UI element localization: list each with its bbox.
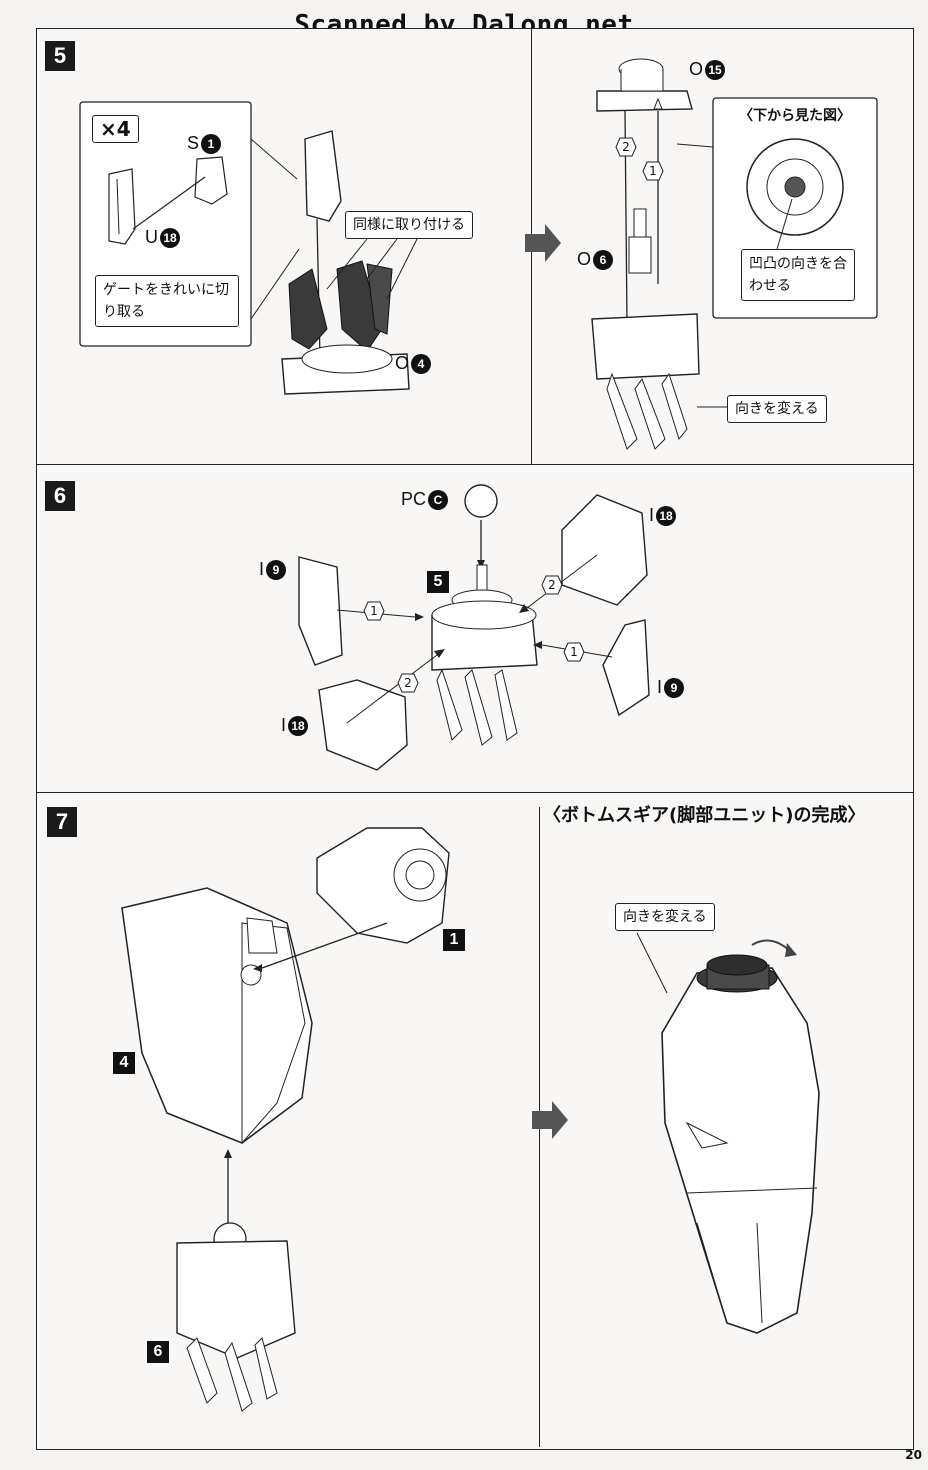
sub-assembly-ref-6: 6 [147,1341,169,1363]
part-number-badge: 4 [411,353,432,374]
same-attach-note: 同様に取り付ける [345,211,473,239]
part-letter: U [145,227,158,247]
part-letter: O [689,59,704,79]
part-letter: I [281,715,287,735]
sub-ref-number: 6 [147,1341,169,1363]
part-label-i18-top: I 18 [649,505,677,526]
sub-assembly-ref-4: 4 [113,1052,135,1074]
part-label-i18-bottom: I 18 [281,715,309,736]
part-letter: I [259,559,265,579]
step-5-panel: 5 [36,28,914,466]
part-label-pc-c: PC C [401,489,449,510]
sequence-1-marker: 1 [642,161,664,181]
part-label-o15: O 15 [689,59,726,80]
part-number-badge: 18 [160,227,180,248]
page-number: 20 [905,1448,922,1462]
step-6-number: 6 [45,481,75,511]
step-6-panel: 6 PC C I 18 I [36,464,914,794]
sub-ref-number: 1 [443,929,465,951]
gate-note: ゲートをきれいに切り取る [95,275,239,327]
part-number-badge: 9 [266,559,287,580]
step-7-panel: 7 1 [36,792,914,1450]
part-number-badge: 15 [705,59,726,80]
multiplier-label: ×4 [92,115,139,143]
part-label-u18: U 18 [145,227,180,248]
sequence-2-text: 2 [548,578,556,592]
sequence-1-marker-left: 1 [363,601,385,621]
sequence-2-marker-bottom: 2 [397,673,419,693]
step-7-number: 7 [47,807,77,837]
part-number-badge: 18 [656,505,677,526]
part-letter: O [577,249,592,269]
step-5-number: 5 [45,41,75,71]
part-letter: O [395,353,410,373]
part-letter: PC [401,489,427,509]
sequence-1-text: 1 [649,164,657,178]
part-letter: I [649,505,655,525]
sub-ref-number: 5 [427,571,449,593]
bottom-view-title: 〈下から見た図〉 [739,108,851,124]
sequence-2-marker-top: 2 [541,575,563,595]
part-label-o4: O 4 [395,353,432,374]
part-number-badge: 6 [593,249,614,270]
align-note: 凹凸の向きを合わせる [741,249,855,301]
sub-ref-number: 4 [113,1052,135,1074]
part-letter: I [657,677,663,697]
part-label-s1: S 1 [187,133,222,154]
step-6-illustration [298,484,650,771]
sub-assembly-ref-5: 5 [427,571,449,593]
sequence-2-text: 2 [622,140,630,154]
part-number-badge: 18 [288,715,309,736]
sequence-1-text: 1 [570,645,578,659]
part-label-i9-right: I 9 [657,677,685,698]
part-number-badge: C [428,489,449,510]
sequence-1-marker-right: 1 [563,642,585,662]
completion-title: 〈ボトムスギア(脚部ユニット)の完成〉 [543,805,866,826]
part-number-badge: 1 [201,133,222,154]
sub-assembly-ref-1: 1 [443,929,465,951]
part-label-i9-left: I 9 [259,559,287,580]
part-number-badge: 9 [664,677,685,698]
sequence-2-marker: 2 [615,137,637,157]
part-letter: S [187,133,200,153]
step-7-illustration [121,827,820,1412]
rotate-note: 向きを変える [615,903,715,931]
sequence-1-text: 1 [370,604,378,618]
rotate-note: 向きを変える [727,395,827,423]
sequence-2-text: 2 [404,676,412,690]
part-label-o6: O 6 [577,249,614,270]
